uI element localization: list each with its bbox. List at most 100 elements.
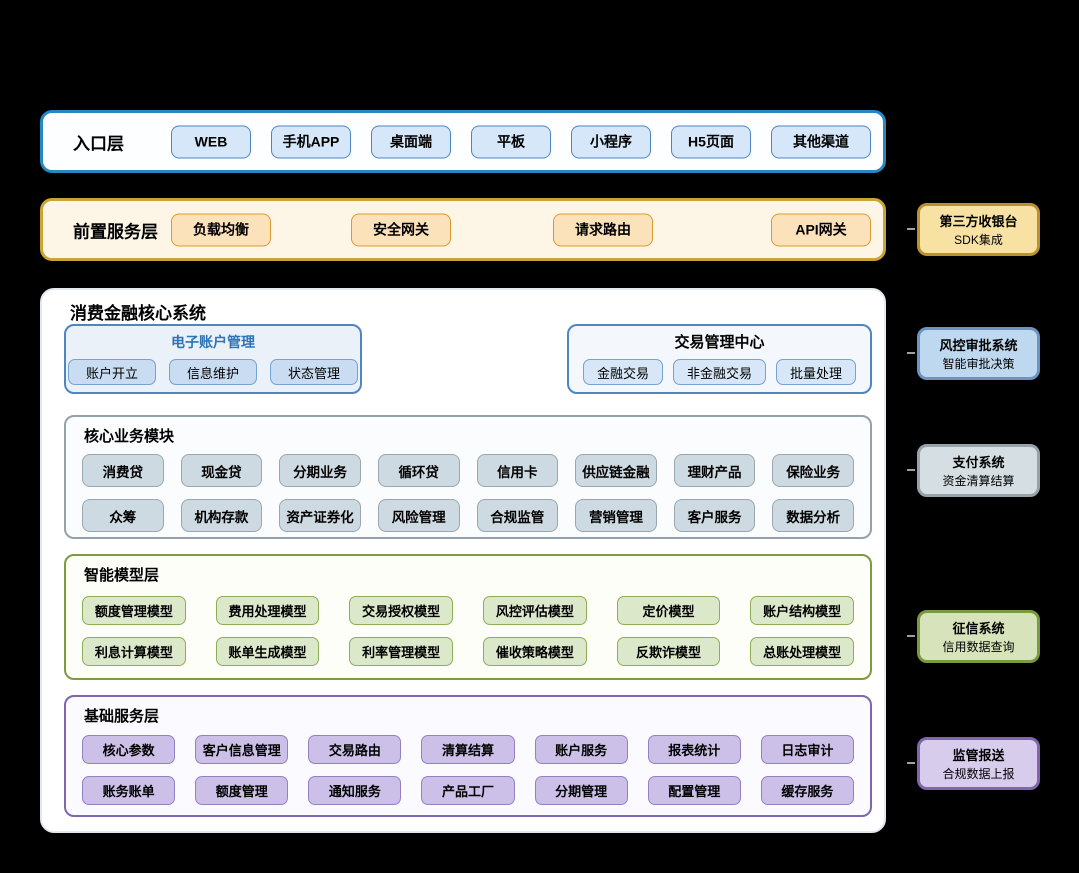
base-service-node: 产品工厂: [421, 776, 515, 805]
base-service-node: 客户信息管理: [195, 735, 289, 764]
external-system-title: 监管报送: [952, 748, 1005, 763]
external-system-title: 征信系统: [952, 621, 1005, 636]
business-modules-box: 核心业务模块 消费贷现金贷分期业务循环贷信用卡供应链金融理财产品保险业务众筹机构…: [64, 415, 872, 539]
base-service-node: 账务账单: [82, 776, 176, 805]
entry-channel-node: 手机APP: [271, 125, 351, 158]
business-module-node: 信用卡: [476, 454, 559, 487]
base-service-node: 账户服务: [534, 735, 628, 764]
account-management-title: 电子账户管理: [171, 334, 255, 350]
core-system-title: 消费金融核心系统: [70, 304, 206, 323]
entry-layer-label: 入口层: [73, 134, 124, 153]
external-systems-column: 第三方收银台 SDK集成 风控审批系统 智能审批决策 支付系统 资金清算结算 征…: [917, 0, 1040, 873]
connector-line: [907, 635, 915, 637]
base-service-node: 分期管理: [534, 776, 628, 805]
preservice-node: API网关: [771, 213, 871, 246]
trade-center-box: 交易管理中心 金融交易非金融交易批量处理: [567, 324, 872, 394]
entry-channel-node: 桌面端: [371, 125, 451, 158]
business-module-grid: 消费贷现金贷分期业务循环贷信用卡供应链金融理财产品保险业务众筹机构存款资产证券化…: [82, 454, 854, 532]
external-system-subtitle: 信用数据查询: [942, 640, 1015, 654]
business-module-node: 现金贷: [180, 454, 263, 487]
connector-line: [907, 762, 915, 764]
external-system-card: 支付系统 资金清算结算: [917, 444, 1040, 497]
base-service-node: 日志审计: [760, 735, 854, 764]
external-system-title: 风控审批系统: [939, 338, 1018, 353]
external-system-subtitle: 智能审批决策: [942, 357, 1015, 371]
entry-channel-node: 其他渠道: [771, 125, 871, 158]
trade-node: 金融交易: [582, 359, 663, 385]
preservice-node: 请求路由: [553, 213, 653, 246]
account-management-box: 电子账户管理 账户开立信息维护状态管理: [64, 324, 362, 394]
model-node: 费用处理模型: [215, 596, 320, 625]
business-module-node: 众筹: [82, 499, 164, 532]
model-node: 交易授权模型: [349, 596, 453, 625]
external-system-subtitle: 资金清算结算: [942, 474, 1015, 488]
connector-line: [907, 469, 915, 471]
connector-line: [907, 228, 915, 230]
business-module-node: 理财产品: [673, 454, 756, 487]
external-system-card: 第三方收银台 SDK集成: [917, 203, 1040, 256]
base-service-node: 报表统计: [647, 735, 741, 764]
external-system-subtitle: SDK集成: [954, 233, 1003, 247]
account-node: 账户开立: [68, 359, 156, 385]
model-node: 利率管理模型: [349, 637, 453, 666]
external-system-card: 征信系统 信用数据查询: [917, 610, 1040, 663]
preservice-node: 负载均衡: [171, 213, 271, 246]
external-system-subtitle: 合规数据上报: [942, 767, 1015, 781]
base-service-node: 额度管理: [195, 776, 289, 805]
model-node: 额度管理模型: [82, 596, 186, 625]
account-node: 状态管理: [270, 359, 358, 385]
business-modules-title: 核心业务模块: [84, 428, 175, 445]
preservice-node-list: 负载均衡 安全网关 请求路由 API网关: [43, 201, 883, 258]
external-system-title: 支付系统: [952, 455, 1005, 470]
base-service-grid: 核心参数客户信息管理交易路由清算结算账户服务报表统计日志审计账务账单额度管理通知…: [82, 735, 854, 805]
core-system-box: 消费金融核心系统 电子账户管理 账户开立信息维护状态管理 交易管理中心 金融交易…: [40, 288, 886, 833]
business-module-node: 合规监管: [476, 499, 559, 532]
business-module-node: 数据分析: [772, 499, 854, 532]
trade-node: 批量处理: [776, 359, 857, 385]
model-node: 催收策略模型: [482, 637, 587, 666]
base-services-box: 基础服务层 核心参数客户信息管理交易路由清算结算账户服务报表统计日志审计账务账单…: [64, 695, 872, 817]
external-system-title: 第三方收银台: [939, 214, 1018, 229]
business-module-node: 机构存款: [180, 499, 263, 532]
entry-channel-node: WEB: [171, 125, 251, 158]
trade-node-list: 金融交易非金融交易批量处理: [569, 359, 870, 385]
trade-center-title: 交易管理中心: [674, 334, 765, 351]
model-node: 定价模型: [616, 596, 721, 625]
account-node-list: 账户开立信息维护状态管理: [66, 359, 360, 385]
connector-line: [907, 352, 915, 354]
business-module-node: 消费贷: [82, 454, 164, 487]
model-layer-box: 智能模型层 额度管理模型费用处理模型交易授权模型风控评估模型定价模型账户结构模型…: [64, 554, 872, 680]
model-node: 总账处理模型: [750, 637, 854, 666]
business-module-node: 循环贷: [377, 454, 460, 487]
business-module-node: 供应链金融: [575, 454, 657, 487]
external-system-card: 监管报送 合规数据上报: [917, 737, 1040, 790]
entry-channel-node: 小程序: [571, 125, 651, 158]
account-node: 信息维护: [169, 359, 257, 385]
base-service-node: 配置管理: [647, 776, 741, 805]
trade-node: 非金融交易: [672, 359, 766, 385]
business-module-node: 风险管理: [377, 499, 460, 532]
preservice-layer-label: 前置服务层: [73, 222, 158, 241]
business-module-node: 保险业务: [772, 454, 854, 487]
model-node: 风控评估模型: [482, 596, 587, 625]
entry-channel-node: H5页面: [671, 125, 751, 158]
model-node: 账单生成模型: [215, 637, 320, 666]
preservice-layer-box: 前置服务层 负载均衡 安全网关 请求路由 API网关: [40, 198, 886, 261]
business-module-node: 分期业务: [279, 454, 361, 487]
model-node: 利息计算模型: [82, 637, 186, 666]
base-service-node: 通知服务: [308, 776, 402, 805]
business-module-node: 资产证券化: [279, 499, 361, 532]
base-service-node: 核心参数: [82, 735, 176, 764]
base-service-node: 交易路由: [308, 735, 402, 764]
base-service-node: 缓存服务: [760, 776, 854, 805]
model-layer-title: 智能模型层: [84, 567, 160, 584]
business-module-node: 营销管理: [575, 499, 657, 532]
external-system-card: 风控审批系统 智能审批决策: [917, 327, 1040, 380]
model-node: 反欺诈模型: [616, 637, 721, 666]
model-node: 账户结构模型: [750, 596, 854, 625]
base-services-title: 基础服务层: [84, 708, 160, 725]
model-grid: 额度管理模型费用处理模型交易授权模型风控评估模型定价模型账户结构模型利息计算模型…: [82, 596, 854, 666]
preservice-node: 安全网关: [351, 213, 451, 246]
